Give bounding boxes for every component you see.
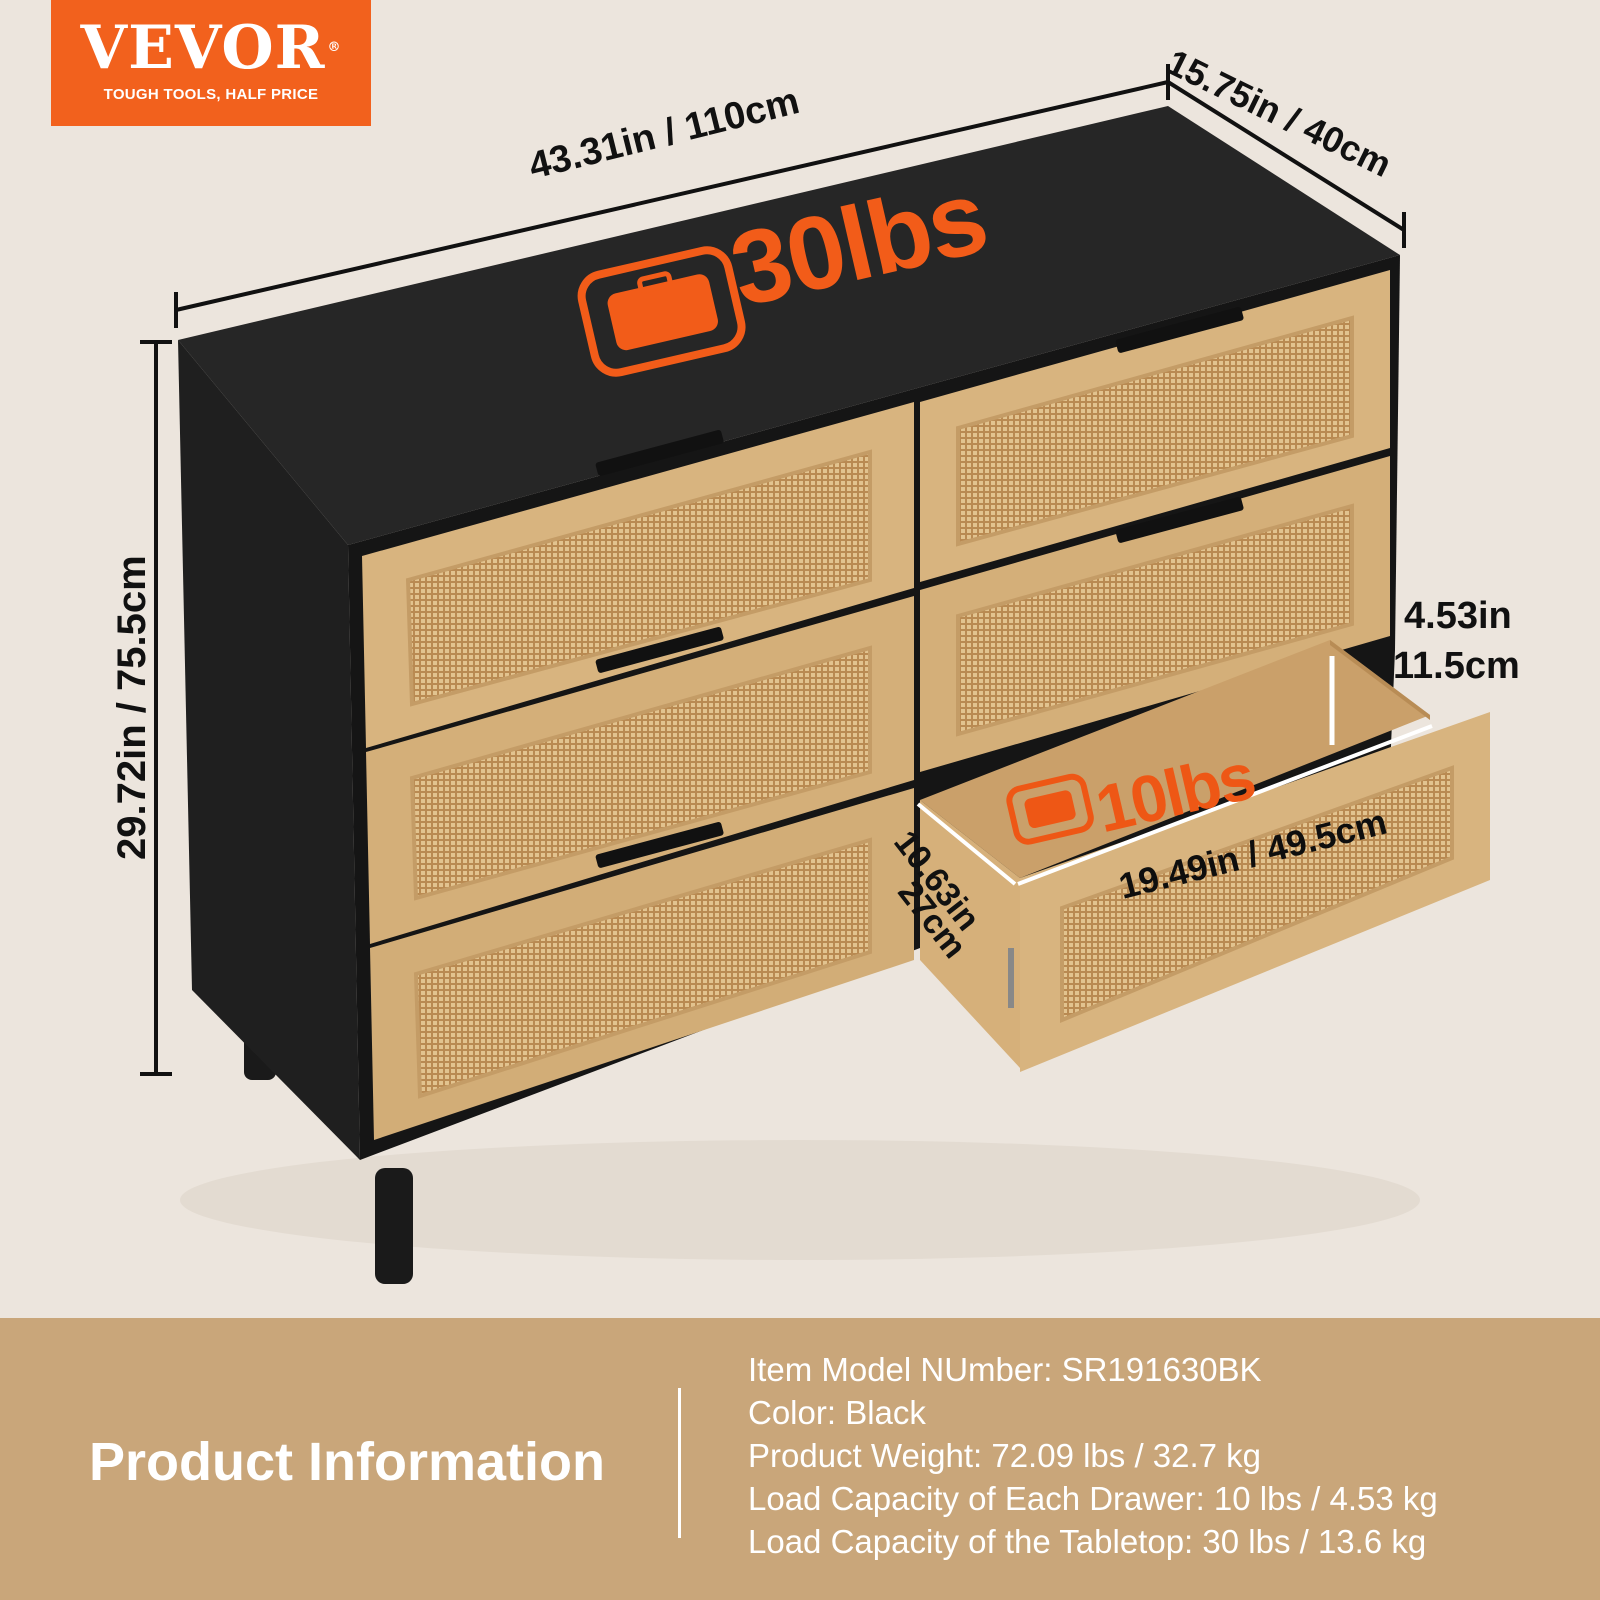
drawer[interactable] xyxy=(920,456,1390,772)
drawer[interactable] xyxy=(362,402,914,748)
info-list: Item Model NUmber: SR191630BK Color: Bla… xyxy=(748,1348,1438,1563)
drawer[interactable] xyxy=(366,596,914,944)
overall-height-label: 29.72in / 75.5cm xyxy=(110,555,154,860)
info-title: Product Information xyxy=(89,1432,605,1492)
floor-shadow xyxy=(180,1140,1420,1260)
info-divider xyxy=(678,1388,681,1538)
info-drawer-capacity: Load Capacity of Each Drawer: 10 lbs / 4… xyxy=(748,1480,1438,1517)
weight-icon xyxy=(577,246,746,377)
leg xyxy=(375,1168,413,1284)
info-weight: Product Weight: 72.09 lbs / 32.7 kg xyxy=(748,1437,1262,1474)
weight-icon xyxy=(1006,773,1094,845)
info-model-number: Item Model NUmber: SR191630BK xyxy=(748,1351,1262,1388)
brand-name: VEVOR xyxy=(80,13,326,83)
brand-logo: VEVOR® TOUGH TOOLS, HALF PRICE xyxy=(51,0,371,126)
tabletop xyxy=(178,106,1400,545)
dresser-drawing xyxy=(140,64,1490,1284)
info-color: Color: Black xyxy=(748,1394,926,1431)
product-information-panel: Product Information Item Model NUmber: S… xyxy=(0,1318,1600,1600)
drawer[interactable] xyxy=(920,270,1390,582)
info-tabletop-capacity: Load Capacity of the Tabletop: 30 lbs / … xyxy=(748,1523,1427,1560)
brand-wordmark: VEVOR® xyxy=(51,18,371,78)
brand-tagline: TOUGH TOOLS, HALF PRICE xyxy=(103,86,319,103)
registered-mark: ® xyxy=(327,40,342,55)
drawer[interactable] xyxy=(370,788,914,1140)
dimension-lines xyxy=(140,64,1433,1076)
side-panel xyxy=(178,340,360,1160)
drawer-height-cm-label: 11.5cm xyxy=(1393,645,1520,687)
drawer-height-in-label: 4.53in xyxy=(1404,595,1512,637)
product-illustration xyxy=(140,64,1490,1284)
